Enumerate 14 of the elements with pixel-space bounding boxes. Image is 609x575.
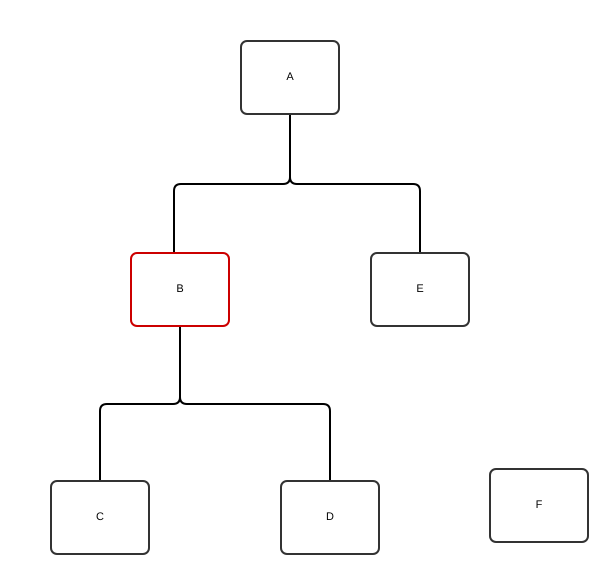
process-box — [240, 40, 340, 115]
process-box — [50, 480, 150, 555]
node-label: D — [326, 511, 334, 524]
process-box — [489, 468, 589, 543]
node-label: C — [96, 511, 104, 524]
node-label: B — [176, 283, 184, 296]
connector-line — [289, 115, 421, 252]
process-box — [130, 252, 230, 327]
process-box — [280, 480, 380, 555]
process-box — [370, 252, 470, 327]
node-label: A — [286, 71, 294, 84]
node-label: F — [536, 499, 542, 512]
node-label: E — [416, 283, 424, 296]
connector-line — [179, 327, 331, 480]
